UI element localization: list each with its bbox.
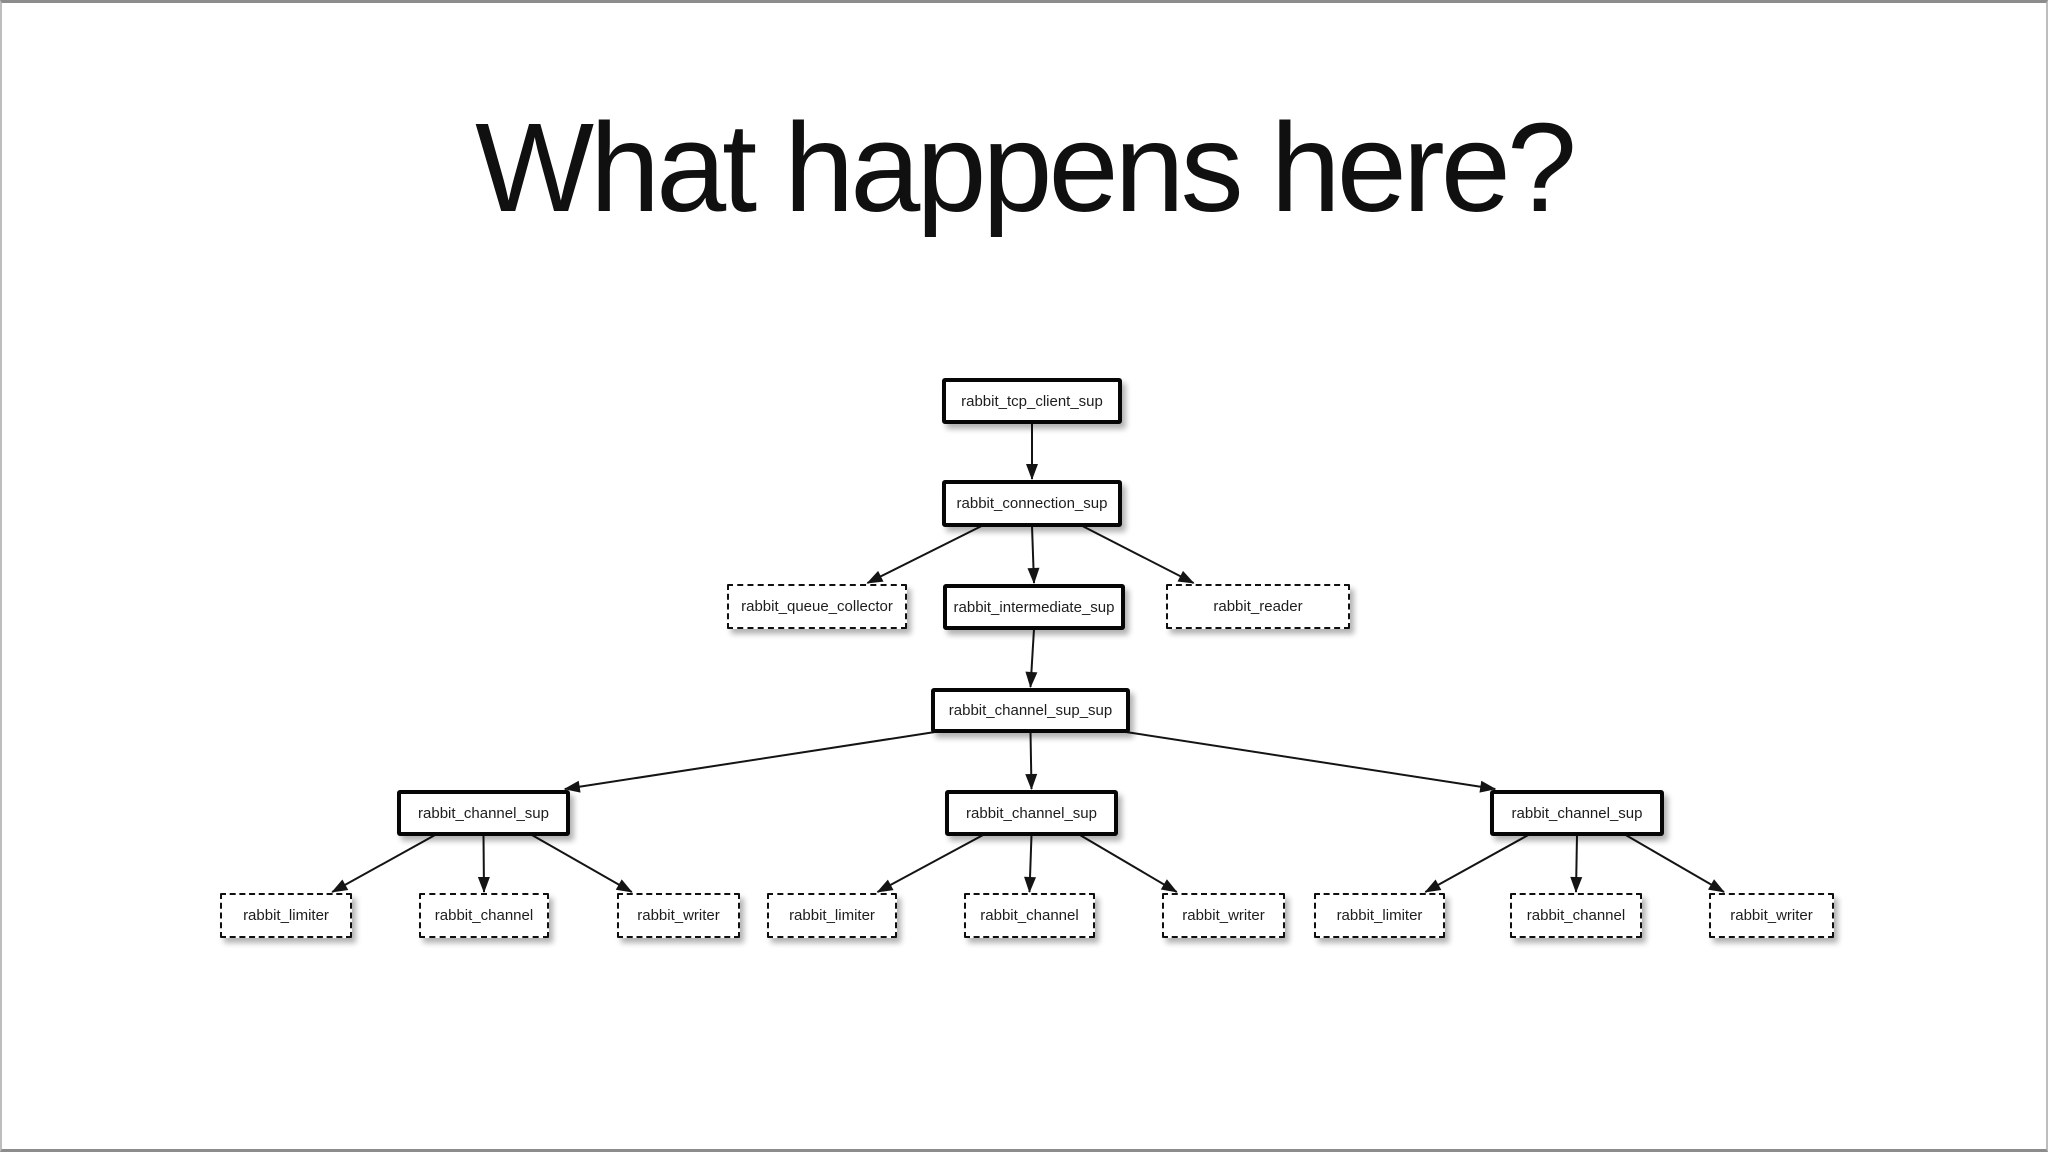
node-rabbit_channel_sup_2: rabbit_channel_sup: [945, 790, 1118, 836]
node-label: rabbit_channel_sup: [418, 804, 549, 822]
node-label: rabbit_channel: [1526, 907, 1626, 924]
node-label: rabbit_channel_sup: [1511, 804, 1643, 822]
node-label: rabbit_channel: [434, 907, 534, 924]
slide-title: What happens here?: [475, 97, 1577, 238]
node-rabbit_channel_sup_sup: rabbit_channel_sup_sup: [931, 688, 1130, 733]
node-rabbit_writer_1: rabbit_writer: [617, 893, 740, 938]
node-label: rabbit_channel_sup: [966, 804, 1097, 822]
node-rabbit_connection_sup: rabbit_connection_sup: [942, 480, 1122, 527]
node-rabbit_tcp_client_sup: rabbit_tcp_client_sup: [942, 378, 1122, 424]
edge-rabbit_connection_sup-to-rabbit_queue_collector: [866, 525, 983, 584]
edge-rabbit_channel_sup_3-to-rabbit_writer_3: [1625, 834, 1725, 893]
node-rabbit_limiter_1: rabbit_limiter: [220, 893, 352, 938]
node-label: rabbit_limiter: [789, 907, 875, 924]
node-rabbit_reader: rabbit_reader: [1166, 584, 1350, 629]
node-rabbit_channel_2: rabbit_channel: [964, 893, 1095, 938]
supervision-tree-diagram: rabbit_tcp_client_sup rabbit_connection_s…: [2, 3, 2046, 1149]
node-rabbit_queue_collector: rabbit_queue_collector: [727, 584, 907, 629]
node-rabbit_intermediate_sup: rabbit_intermediate_sup: [943, 584, 1125, 630]
node-rabbit_writer_3: rabbit_writer: [1709, 893, 1834, 938]
node-label: rabbit_intermediate_sup: [953, 598, 1115, 616]
edge-rabbit_channel_sup_2-to-rabbit_limiter_2: [876, 834, 984, 893]
edge-rabbit_channel_sup_2-to-rabbit_channel_2: [1024, 834, 1037, 893]
edge-rabbit_channel_sup_3-to-rabbit_limiter_3: [1424, 834, 1529, 893]
node-rabbit_writer_2: rabbit_writer: [1162, 893, 1285, 938]
node-label: rabbit_channel: [980, 907, 1079, 924]
edge-rabbit_channel_sup_sup-to-rabbit_channel_sup_3: [1125, 731, 1497, 793]
node-label: rabbit_channel_sup_sup: [948, 702, 1113, 719]
node-rabbit_limiter_3: rabbit_limiter: [1314, 893, 1445, 938]
node-label: rabbit_queue_collector: [741, 598, 893, 615]
node-label: rabbit_limiter: [243, 907, 329, 924]
node-label: rabbit_writer: [1730, 907, 1813, 924]
node-rabbit_channel_sup_1: rabbit_channel_sup: [397, 790, 570, 836]
node-rabbit_channel_sup_3: rabbit_channel_sup: [1490, 790, 1664, 836]
edge-rabbit_intermediate_sup-to-rabbit_channel_sup_sup: [1025, 628, 1038, 688]
node-rabbit_channel_1: rabbit_channel: [419, 893, 549, 938]
node-label: rabbit_tcp_client_sup: [961, 392, 1103, 410]
node-label: rabbit_connection_sup: [956, 495, 1108, 512]
edge-rabbit_channel_sup_1-to-rabbit_writer_1: [531, 834, 633, 893]
edges-layer: [331, 423, 1725, 893]
edge-rabbit_channel_sup_1-to-rabbit_limiter_1: [331, 834, 436, 893]
node-label: rabbit_writer: [1182, 907, 1265, 924]
edge-rabbit_channel_sup_sup-to-rabbit_channel_sup_2: [1025, 731, 1038, 790]
node-label: rabbit_writer: [637, 907, 720, 924]
edge-rabbit_connection_sup-to-rabbit_reader: [1081, 525, 1195, 584]
node-label: rabbit_reader: [1213, 598, 1303, 615]
node-label: rabbit_limiter: [1336, 907, 1423, 924]
node-rabbit_limiter_2: rabbit_limiter: [767, 893, 897, 938]
edge-rabbit_channel_sup_sup-to-rabbit_channel_sup_1: [563, 731, 936, 793]
edge-rabbit_channel_sup_1-to-rabbit_channel_1: [477, 834, 490, 893]
edge-rabbit_channel_sup_3-to-rabbit_channel_3: [1570, 834, 1583, 893]
node-rabbit_channel_3: rabbit_channel: [1510, 893, 1642, 938]
edge-rabbit_channel_sup_2-to-rabbit_writer_2: [1079, 834, 1178, 893]
edge-rabbit_connection_sup-to-rabbit_intermediate_sup: [1027, 525, 1040, 584]
